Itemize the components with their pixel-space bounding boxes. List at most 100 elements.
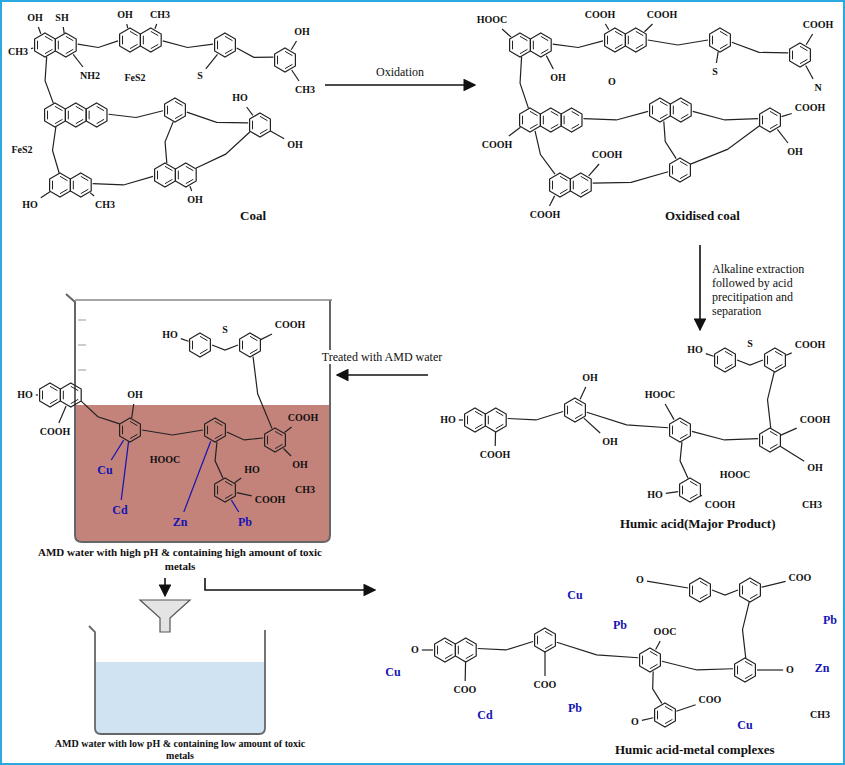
functional-group-label: FeS2 [11, 144, 32, 156]
substituent-bond [36, 394, 38, 395]
double-bond [267, 436, 268, 445]
double-bond [47, 111, 48, 120]
double-bond [660, 101, 667, 105]
double-bond [770, 111, 777, 115]
functional-group-label: CH3 [95, 199, 115, 211]
double-bond [275, 444, 282, 448]
aromatic-ring [86, 103, 107, 127]
double-bond [690, 494, 697, 498]
bond-line [196, 132, 250, 169]
double-bond [475, 411, 482, 415]
bond-line [553, 41, 603, 48]
functional-group-label: HO [244, 464, 260, 476]
double-bond [530, 124, 537, 128]
aromatic-ring [70, 173, 91, 197]
process-arrow [325, 84, 475, 86]
substituent-bond [502, 29, 511, 37]
substituent-bond [206, 54, 218, 68]
functional-group-label: FeS2 [124, 72, 145, 84]
functional-group-label: HOOC [477, 14, 508, 26]
substituent-bond [605, 24, 608, 30]
aromatic-ring [215, 478, 236, 502]
double-bond [200, 336, 207, 340]
functional-group-label: S [747, 338, 753, 350]
double-bond [165, 179, 172, 183]
functional-group-label: COOH [275, 319, 306, 331]
aromatic-ring [465, 408, 486, 432]
aromatic-ring [765, 348, 786, 372]
double-bond [567, 406, 568, 415]
aromatic-ring [120, 28, 141, 52]
aromatic-ring [140, 28, 161, 52]
double-bond [175, 101, 182, 105]
substituent-bond [647, 581, 688, 588]
double-bond [250, 349, 257, 353]
double-bond [475, 424, 482, 428]
substituent-bond [459, 419, 463, 420]
double-bond [770, 444, 777, 448]
substituent-bond [31, 47, 33, 49]
functional-group-label: COOH [795, 102, 826, 114]
substituent-bond [781, 113, 791, 116]
functional-group-label: HO [17, 389, 33, 401]
aromatic-ring [50, 173, 71, 197]
substituent-bond [422, 649, 433, 650]
double-bond [533, 41, 534, 50]
double-bond [745, 661, 752, 665]
double-bond [242, 341, 243, 350]
double-bond [681, 101, 688, 105]
double-bond [660, 114, 667, 118]
bond-line [712, 590, 738, 595]
double-bond [151, 44, 158, 48]
double-bond [636, 44, 643, 48]
substituent-bond [666, 492, 678, 494]
double-bond [650, 651, 657, 655]
aromatic-ring [605, 28, 626, 52]
double-bond [285, 64, 292, 68]
bond-line [584, 111, 649, 120]
metal-ion-label: Pb [568, 701, 582, 715]
functional-group-label: HO [440, 414, 456, 426]
process-arrow [205, 578, 375, 590]
double-bond [215, 434, 222, 438]
double-bond [225, 36, 232, 40]
double-bond [551, 111, 558, 115]
process-arrow [337, 374, 428, 376]
functional-group-label: OH [292, 459, 308, 471]
double-bond [530, 111, 537, 115]
double-bond [81, 176, 88, 180]
double-bond [81, 189, 88, 193]
functional-group-label: CH3 [295, 84, 315, 96]
double-bond [800, 46, 807, 50]
aromatic-ring [740, 578, 761, 602]
metal-pointer [111, 440, 123, 460]
double-bond [277, 56, 278, 65]
double-bond [167, 106, 168, 115]
functional-group-label: COOH [255, 494, 286, 506]
aromatic-ring [540, 108, 561, 132]
aromatic-ring [265, 428, 286, 452]
substituent-bond [544, 652, 545, 676]
double-bond [607, 36, 608, 45]
double-bond [445, 641, 452, 645]
double-bond [572, 124, 579, 128]
substituent-bond [291, 41, 296, 50]
substituent-bond [589, 164, 599, 176]
structure-panel: AMD water with low pH & containing low a… [30, 596, 330, 764]
double-bond [37, 41, 38, 50]
double-bond [720, 31, 727, 35]
double-bond [775, 351, 782, 355]
double-bond [545, 644, 552, 648]
double-bond [260, 129, 267, 133]
substituent-bond [762, 581, 786, 587]
substituent-bond [665, 404, 674, 420]
node-caption: Humic acid(Major Product) [620, 516, 776, 531]
functional-group-label: O [631, 716, 639, 728]
double-bond [186, 179, 193, 183]
functional-group-label: OOC [654, 626, 677, 638]
double-bond [750, 581, 757, 585]
double-bond [68, 111, 69, 120]
double-bond [76, 119, 83, 123]
